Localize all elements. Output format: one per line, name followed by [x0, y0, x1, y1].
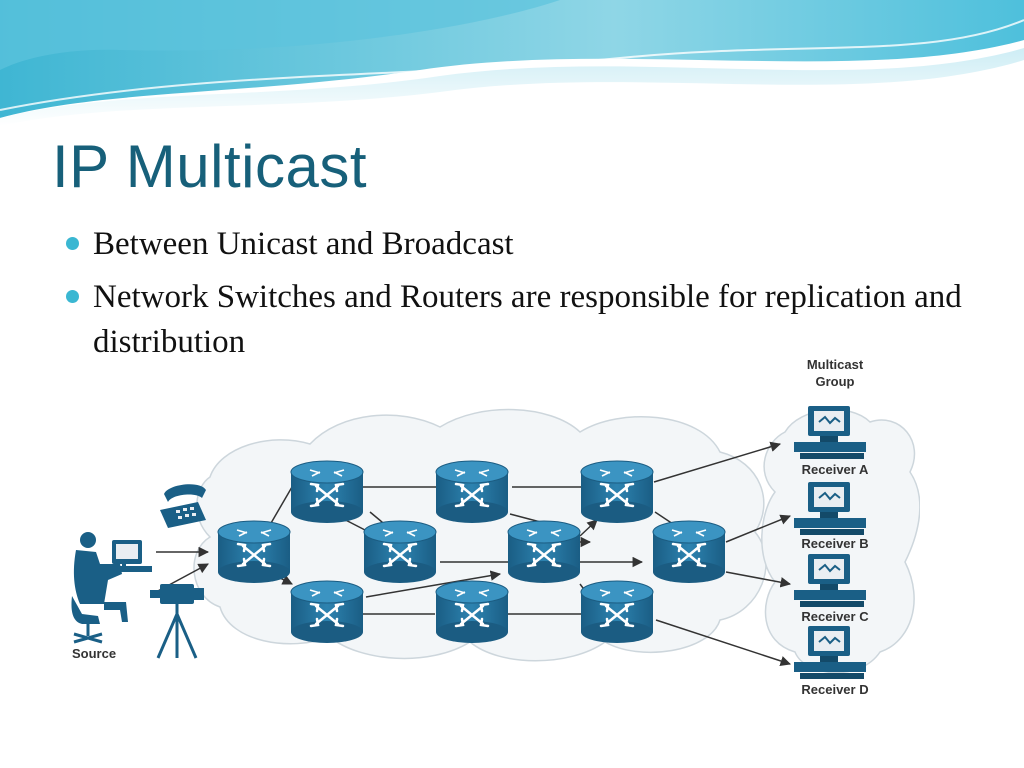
source-user-workstation-icon [71, 532, 152, 644]
bullet-list: Between Unicast and Broadcast Network Sw… [66, 222, 966, 373]
bullet-dot-icon [66, 237, 79, 250]
router-icon [217, 520, 291, 584]
receiver-label: Receiver C [801, 609, 869, 624]
router-icon [580, 580, 654, 644]
bullet-item: Network Switches and Routers are respons… [66, 275, 966, 365]
bullet-dot-icon [66, 290, 79, 303]
source-label: Source [72, 646, 116, 661]
receiver-label: Receiver B [801, 536, 868, 551]
router-icon [435, 460, 509, 524]
receiver-label: Receiver A [802, 462, 869, 477]
slide-title: IP Multicast [52, 133, 367, 200]
router-icon [435, 580, 509, 644]
router-icon [652, 520, 726, 584]
header-wave-decoration [0, 0, 1024, 126]
bullet-item: Between Unicast and Broadcast [66, 222, 966, 267]
multicast-group-label: Group [816, 374, 855, 389]
router-icon [580, 460, 654, 524]
router-icon [507, 520, 581, 584]
video-camera-icon [150, 584, 204, 659]
ip-phone-icon [160, 484, 206, 528]
bullet-text: Between Unicast and Broadcast [93, 226, 514, 262]
receiver-label: Receiver D [801, 682, 868, 697]
router-icon [290, 580, 364, 644]
router-icon [290, 460, 364, 524]
multicast-network-diagram: Source Multicast Group Receiver A Receiv… [71, 357, 920, 697]
multicast-group-label: Multicast [807, 357, 864, 372]
router-icon [363, 520, 437, 584]
bullet-text: Network Switches and Routers are respons… [93, 279, 962, 360]
